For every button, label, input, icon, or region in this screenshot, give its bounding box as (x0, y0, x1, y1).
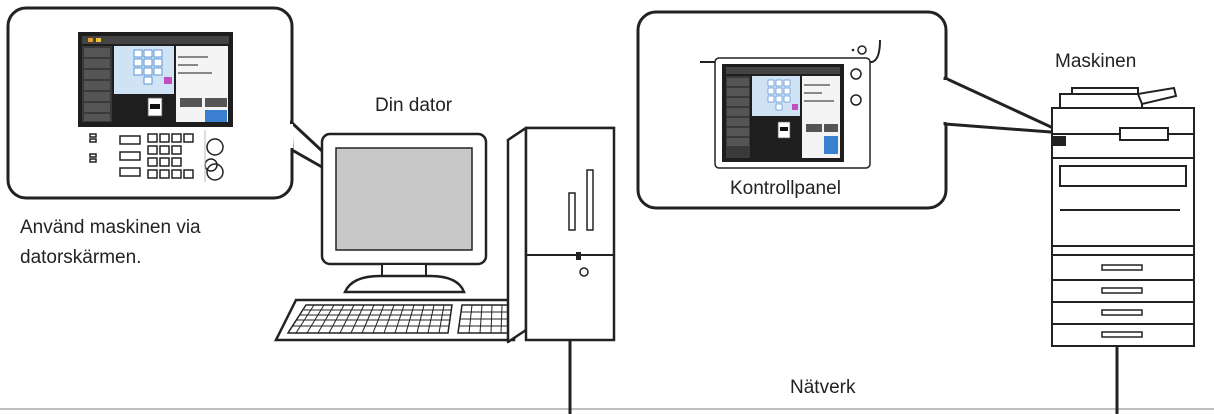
computer-tower (506, 126, 616, 344)
computer-keyboard (273, 298, 520, 342)
machine-label: Maskinen (1055, 51, 1137, 72)
pc-screen-panel-image (45, 25, 290, 185)
computer-label: Din dator (375, 95, 453, 116)
network-label: Nätverk (790, 377, 856, 398)
control-panel-image (700, 39, 881, 169)
usage-text-line2: datorskärmen. (20, 247, 142, 268)
control-panel-label: Kontrollpanel (730, 178, 841, 199)
computer-monitor (320, 132, 488, 294)
multifunction-printer (1051, 86, 1195, 347)
network-line (0, 340, 1214, 414)
usage-text-line1: Använd maskinen via (20, 217, 201, 238)
